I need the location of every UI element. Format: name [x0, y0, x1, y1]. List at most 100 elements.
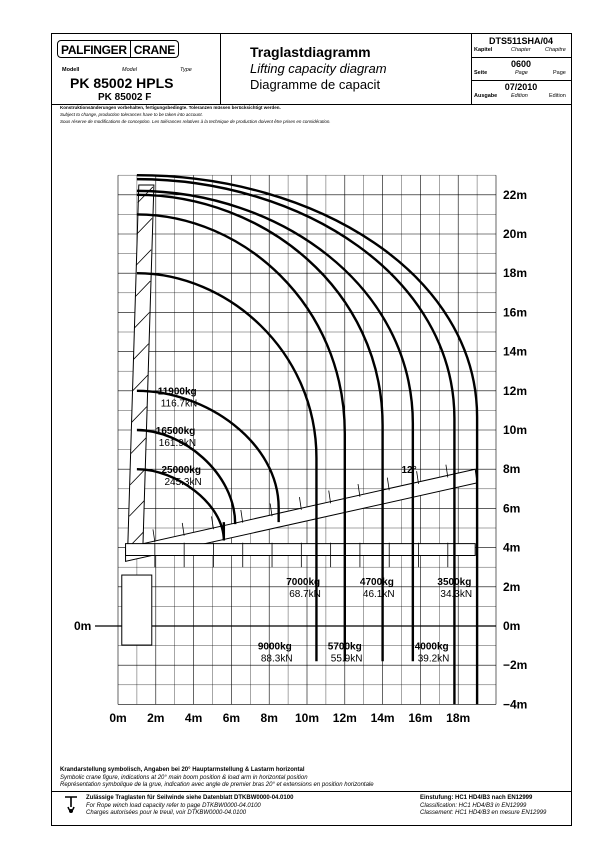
capacity-curve — [136, 468, 226, 541]
y-tick-label: −2m — [503, 658, 527, 672]
capacity-force-label: 245.3kN — [164, 477, 201, 488]
capacity-mass-label: 9000kg — [258, 642, 292, 653]
x-tick-label: 14m — [371, 711, 395, 725]
modell-label-de: Modell — [62, 67, 80, 73]
boom-joint-line — [386, 477, 390, 491]
title-de: Traglastdiagramm — [250, 44, 371, 60]
y-tick-label: −4m — [503, 697, 527, 711]
rope-winch-icon — [65, 796, 77, 813]
boom-section-line — [136, 218, 153, 235]
document-frame: PALFINGER CRANE Modell Model Type PK 850… — [51, 33, 572, 826]
x-tick-label: 2m — [147, 711, 164, 725]
note-en: Subject to change, production tolerances… — [60, 112, 203, 117]
seite-label-de: Seite — [474, 70, 488, 76]
title-en: Lifting capacity diagram — [250, 61, 387, 76]
capacity-curve — [136, 193, 384, 662]
y-tick-label: 4m — [503, 541, 520, 555]
capacity-force-label: 161.9kN — [159, 438, 196, 449]
kapitel-label-de: Kapitel — [474, 47, 493, 53]
angle-label: 12° — [402, 465, 417, 476]
kapitel-label-fr: Chapitre — [545, 47, 566, 53]
class-note-de: Einstufung: HC1 HD4/B3 nach EN12999 — [420, 795, 533, 801]
boom-joint-line — [299, 496, 302, 510]
y-tick-label: 14m — [503, 345, 527, 359]
capacity-force-label: 46.1kN — [363, 589, 395, 600]
boom-section-line — [134, 312, 150, 329]
ausgabe-label-en: Edition — [511, 93, 528, 99]
y-tick-label: 16m — [503, 305, 527, 319]
ausgabe-label-de: Ausgabe — [474, 93, 498, 99]
x-tick-label: 12m — [333, 711, 357, 725]
winch-note-de: Zulässige Traglasten für Seilwinde siehe… — [86, 795, 294, 801]
capacity-mass-label: 5700kg — [328, 642, 362, 653]
boom-section-line — [131, 406, 148, 423]
x-tick-label: 16m — [408, 711, 432, 725]
boom-joint-line — [328, 490, 332, 504]
capacity-curve — [136, 213, 346, 662]
capacity-curves — [136, 174, 479, 705]
capacity-curve — [136, 389, 280, 523]
seite-label-fr: Page — [553, 70, 566, 76]
edition-date: 07/2010 — [504, 82, 538, 92]
x-tick-label: 0m — [109, 711, 126, 725]
header-title-box: Traglastdiagramm Lifting capacity diagra… — [220, 34, 472, 104]
capacity-curve — [136, 428, 237, 525]
modell-label-fr: Type — [180, 67, 192, 73]
capacity-mass-label: 7000kg — [286, 577, 320, 588]
chart-grid — [117, 175, 497, 705]
boom-section-line — [129, 468, 146, 486]
class-note-fr: Classement: HC1 HD4/B3 en mesure EN12999 — [420, 810, 547, 816]
header: PALFINGER CRANE Modell Model Type PK 850… — [52, 34, 571, 105]
capacity-mass-label: 11900kg — [158, 387, 197, 398]
edition-cell: 07/2010 Ausgabe Edition Edition — [471, 80, 571, 103]
capacity-force-label: 88.3kN — [261, 654, 293, 665]
capacity-force-label: 39.2kN — [418, 654, 450, 665]
boom-joint-line — [416, 471, 419, 484]
capacity-mass-label: 4700kg — [360, 577, 394, 588]
capacity-force-label: 68.7kN — [289, 589, 321, 600]
boom-joint-line — [240, 509, 244, 523]
x-tick-label: 4m — [185, 711, 202, 725]
winch-note-en: For Rope winch load capacity refer to pa… — [86, 803, 261, 809]
footer-line-fr: Représentation symbolique de la grue, in… — [60, 782, 374, 788]
capacity-curve — [136, 177, 456, 705]
capacity-mass-label: 16500kg — [156, 426, 195, 437]
footer-line-en: Symbolic crane figure, indications at 20… — [60, 775, 308, 781]
x-tick-label: 6m — [223, 711, 240, 725]
crane-figure — [121, 184, 478, 646]
capacity-force-label: 55.9kN — [331, 654, 363, 665]
boom-joint-line — [357, 484, 361, 497]
y-tick-label: 2m — [503, 580, 520, 594]
title-fr: Diagramme de capacit — [250, 77, 381, 92]
note-de: Konstruktionsänderungen vorbehalten, fer… — [60, 105, 281, 110]
boom-joint-line — [181, 522, 185, 536]
capacity-force-label: 116.7kN — [161, 399, 198, 410]
x-tick-label: 10m — [295, 711, 319, 725]
capacity-labels: 25000kg245.3kN16500kg161.9kN11900kg116.7… — [156, 387, 472, 665]
crane-column — [121, 574, 153, 646]
model-sub: PK 85002 F — [98, 92, 152, 103]
boom-joint-line — [152, 529, 156, 543]
logo-text-palfinger: PALFINGER — [57, 40, 131, 58]
footer: Krandarstellung symbolisch, Angaben bei … — [52, 767, 571, 825]
capacity-mass-label: 3500kg — [437, 577, 471, 588]
capacity-mass-label: 4000kg — [415, 642, 449, 653]
page-cell: 0600 Seite Page Page — [471, 57, 571, 81]
x-tick-label: 8m — [261, 711, 278, 725]
header-model-box: PALFINGER CRANE Modell Model Type PK 850… — [52, 34, 221, 104]
header-doc-box: DTS511SHA/04 Kapitel Chapter Chapitre 06… — [471, 34, 571, 104]
boom-joint-line — [445, 464, 449, 478]
y-zero-left-label: 0m — [74, 619, 91, 633]
boom-section-line — [133, 343, 149, 360]
footer-divider — [52, 791, 571, 792]
y-tick-label: 0m — [503, 619, 520, 633]
footer-line-de: Krandarstellung symbolisch, Angaben bei … — [60, 767, 305, 773]
y-tick-label: 12m — [503, 384, 527, 398]
model-main: PK 85002 HPLS — [70, 75, 174, 91]
y-tick-label: 10m — [503, 423, 527, 437]
doc-id-cell: DTS511SHA/04 Kapitel Chapter Chapitre — [471, 34, 571, 58]
palfinger-logo: PALFINGER CRANE — [57, 40, 179, 58]
y-tick-label: 20m — [503, 227, 527, 241]
